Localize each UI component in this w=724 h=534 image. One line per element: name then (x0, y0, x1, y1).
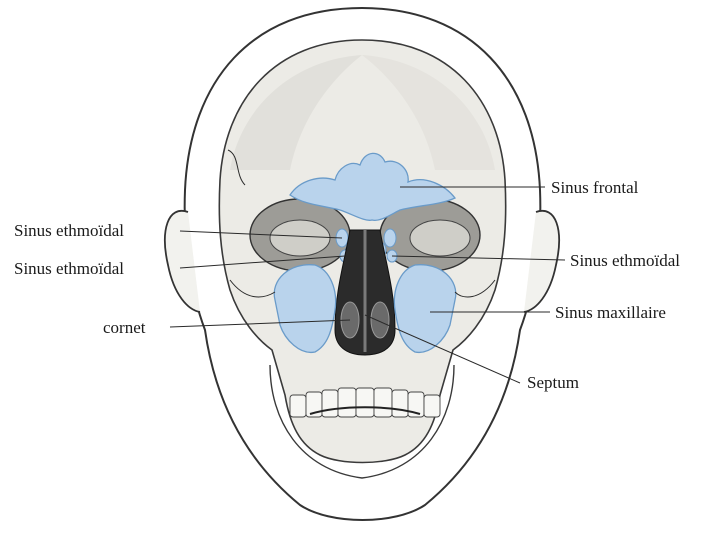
label-sinus-maxillaire: Sinus maxillaire (555, 303, 666, 322)
left-orbit-inner (270, 220, 330, 256)
right-turbinate (371, 302, 389, 338)
label-septum: Septum (527, 373, 579, 392)
label-sinus-frontal: Sinus frontal (551, 178, 639, 197)
label-sinus-ethmoidal-left-lower: Sinus ethmoïdal (14, 259, 124, 278)
right-orbit-inner (410, 220, 470, 256)
label-cornet: cornet (103, 318, 146, 337)
label-sinus-ethmoidal-right: Sinus ethmoïdal (570, 251, 680, 270)
label-sinus-ethmoidal-left-upper: Sinus ethmoïdal (14, 221, 124, 240)
